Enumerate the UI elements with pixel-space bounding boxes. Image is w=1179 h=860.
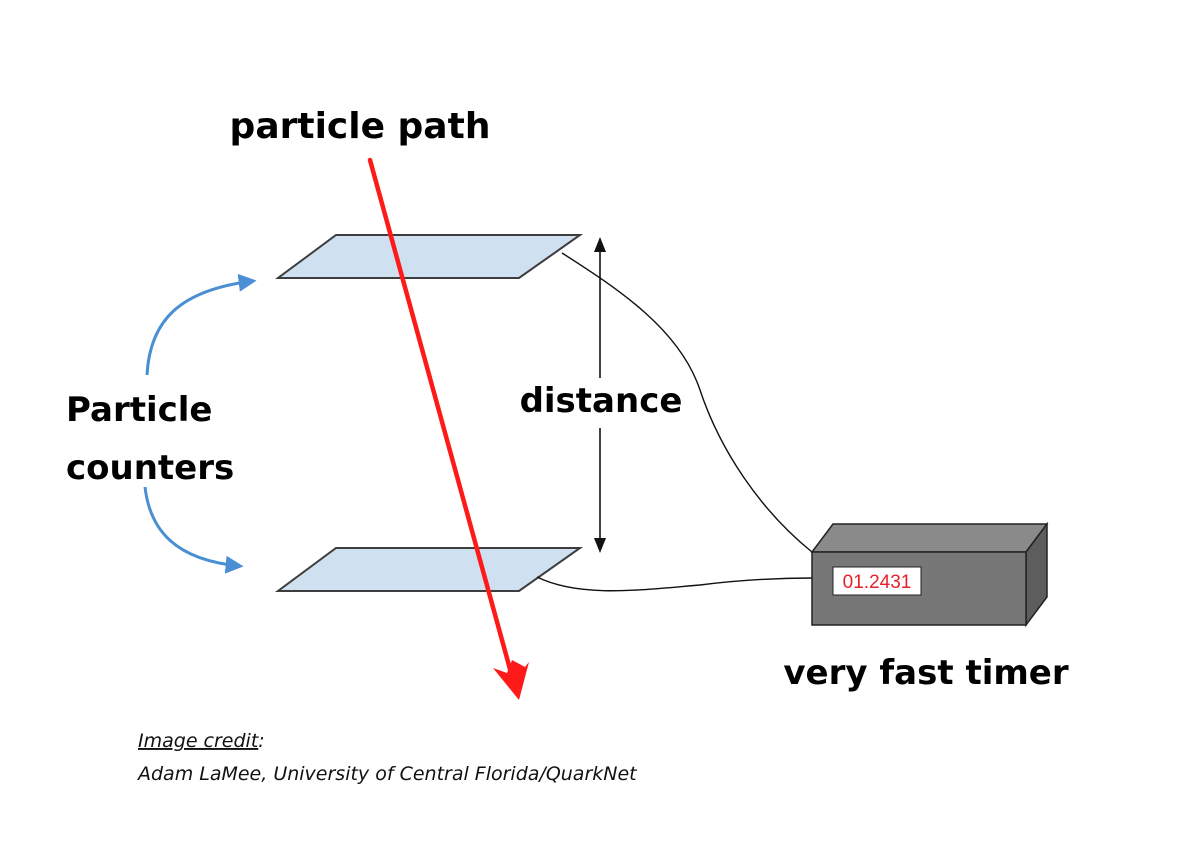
image-credit-heading-suffix: : <box>258 730 264 752</box>
top-counter-plate <box>274 234 584 279</box>
particle-counters-label-line2: counters <box>66 448 234 488</box>
timer-label: very fast timer <box>783 653 1068 693</box>
timer-display <box>832 566 922 596</box>
particle-path-label: particle path <box>230 106 491 147</box>
distance-arrow-icon <box>594 237 606 553</box>
image-credit-heading-text: Image credit <box>138 730 260 752</box>
timer-readout: 01.2431 <box>843 572 912 593</box>
curved-arrow-bottom-icon <box>143 486 244 574</box>
particle-path-arrowhead <box>493 660 529 700</box>
bottom-counter-wire <box>536 576 813 592</box>
timer-box: 01.2431 <box>810 521 1049 628</box>
bottom-counter-plate <box>274 547 584 592</box>
curved-arrow-top-icon <box>145 273 257 376</box>
image-credit-heading: Image credit: <box>138 730 265 752</box>
particle-counters-label-line1: Particle <box>66 390 213 430</box>
distance-label: distance <box>520 381 683 421</box>
image-credit-text: Adam LaMee, University of Central Florid… <box>136 763 638 785</box>
particle-path-arrow <box>367 157 516 683</box>
top-counter-wire <box>561 252 813 553</box>
